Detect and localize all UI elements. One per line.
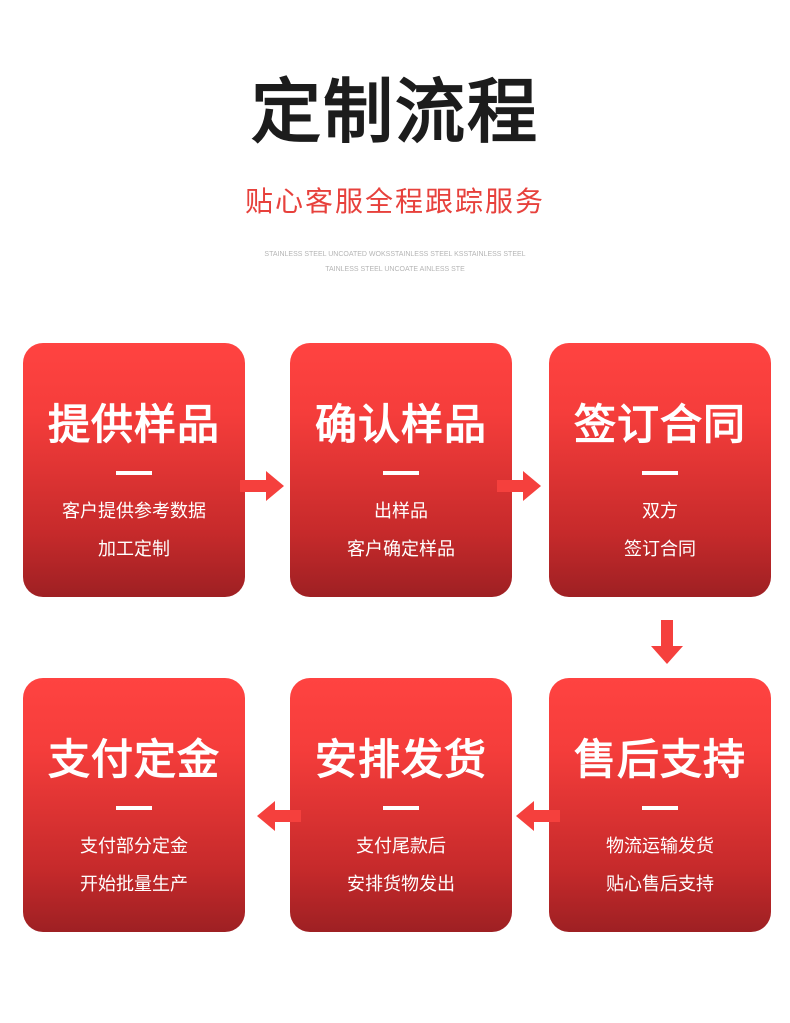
decorative-text-line-2: TAINLESS STEEL UNCOATE AINLESS STE: [325, 266, 465, 273]
step-description-line-1: 出样品: [374, 501, 428, 522]
step-card-sign-contract: 签订合同 双方 签订合同: [549, 343, 771, 597]
step-card-pay-deposit: 支付定金 支付部分定金 开始批量生产: [23, 678, 245, 932]
arrow-left-icon: [257, 801, 301, 831]
step-title: 确认样品: [314, 400, 487, 449]
step-description-line-2: 贴心售后支持: [606, 874, 714, 895]
step-description-line-2: 开始批量生产: [80, 874, 188, 895]
step-description-line-1: 支付部分定金: [80, 836, 188, 857]
step-description-line-1: 客户提供参考数据: [62, 501, 206, 522]
arrow-right-icon: [497, 471, 541, 501]
step-divider: [642, 471, 678, 475]
step-card-after-sales: 售后支持 物流运输发货 贴心售后支持: [549, 678, 771, 932]
step-title: 安排发货: [314, 735, 487, 784]
arrow-down-icon: [651, 620, 683, 664]
decorative-text-line-1: STAINLESS STEEL UNCOATED WOKSSTAINLESS S…: [264, 251, 526, 258]
step-title: 售后支持: [573, 735, 746, 784]
step-divider: [383, 806, 419, 810]
step-description-line-2: 加工定制: [98, 539, 170, 560]
page-subtitle: 贴心客服全程跟踪服务: [244, 185, 545, 218]
page-title: 定制流程: [251, 71, 539, 153]
step-card-arrange-shipping: 安排发货 支付尾款后 安排货物发出: [290, 678, 512, 932]
step-title: 支付定金: [47, 735, 220, 784]
step-card-provide-sample: 提供样品 客户提供参考数据 加工定制: [23, 343, 245, 597]
arrow-left-icon: [516, 801, 560, 831]
step-description-line-1: 支付尾款后: [356, 836, 446, 857]
step-divider: [383, 471, 419, 475]
arrow-right-icon: [240, 471, 284, 501]
step-description-line-1: 物流运输发货: [606, 836, 714, 857]
step-divider: [116, 806, 152, 810]
step-title: 签订合同: [573, 400, 746, 449]
step-description-line-2: 客户确定样品: [347, 539, 455, 560]
step-divider: [642, 806, 678, 810]
step-divider: [116, 471, 152, 475]
step-description-line-2: 安排货物发出: [347, 874, 455, 895]
step-description-line-2: 签订合同: [624, 539, 696, 560]
step-title: 提供样品: [47, 400, 220, 449]
step-card-confirm-sample: 确认样品 出样品 客户确定样品: [290, 343, 512, 597]
step-description-line-1: 双方: [642, 501, 678, 522]
